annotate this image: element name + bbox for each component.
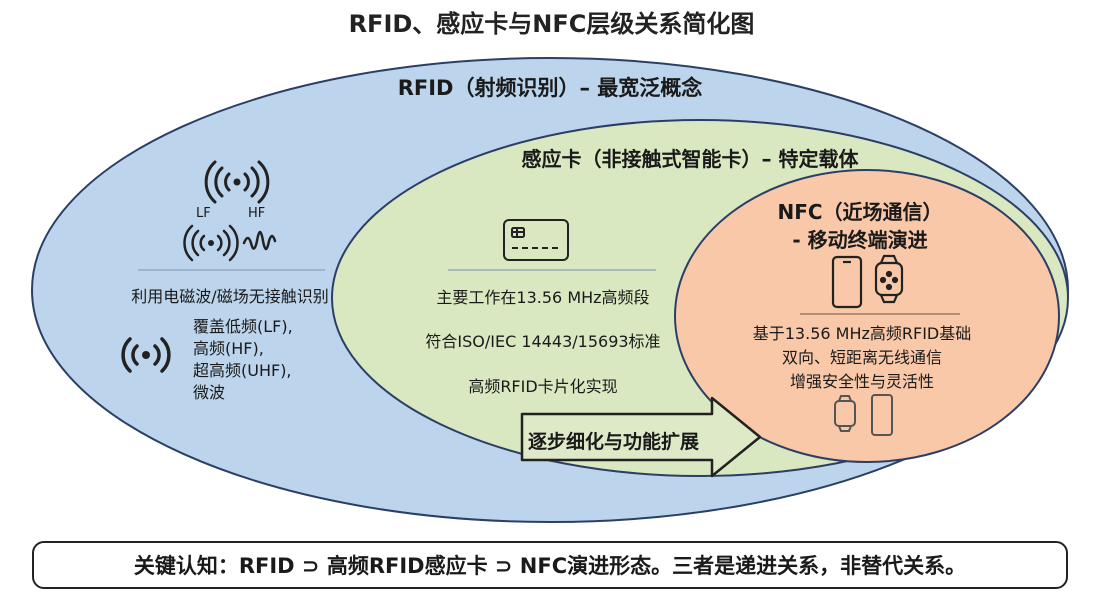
nfc-item: 基于13.56 MHz高频RFID基础 (752, 324, 972, 343)
wireless-signal-icon (204, 160, 270, 204)
lf-signal-icon (183, 224, 239, 262)
nfc-item: 增强安全性与灵活性 (789, 372, 934, 391)
nfc-title: NFC（近场通信） (777, 200, 943, 224)
card-item: 高频RFID卡片化实现 (468, 377, 618, 396)
broadcast-icon (121, 337, 171, 373)
smartwatch-icon (874, 254, 904, 304)
rfid-bands: 覆盖低频(LF), 高频(HF), 超高频(UHF), 微波 (193, 316, 343, 404)
smartwatch-small-icon (834, 395, 856, 432)
key-insight-text: 关键认知：RFID ⊃ 高频RFID感应卡 ⊃ NFC演进形态。三者是递进关系，… (133, 554, 967, 578)
lf-label: LF (196, 206, 211, 221)
card-icon (503, 219, 569, 261)
card-title: 感应卡（非接触式智能卡）– 特定载体 (521, 147, 859, 171)
rfid-description: 利用电磁波/磁场无接触识别 (131, 287, 329, 306)
band-item: 高频(HF), (193, 339, 264, 358)
hf-wave-icon (242, 230, 277, 251)
smartphone-small-icon (871, 394, 893, 436)
page-title: RFID、感应卡与NFC层级关系简化图 (348, 10, 755, 38)
key-insight-box: 关键认知：RFID ⊃ 高频RFID感应卡 ⊃ NFC演进形态。三者是递进关系，… (32, 541, 1068, 589)
nfc-subtitle: - 移动终端演进 (792, 228, 928, 252)
rfid-title: RFID（射频识别）– 最宽泛概念 (397, 76, 703, 100)
progress-arrow (520, 396, 762, 478)
hf-label: HF (248, 206, 266, 221)
band-item: 微波 (193, 383, 226, 402)
arrow-label: 逐步细化与功能扩展 (528, 431, 700, 453)
nfc-ellipse (674, 169, 1060, 463)
band-item: 覆盖低频(LF), (193, 317, 293, 336)
card-item: 符合ISO/IEC 14443/15693标准 (425, 332, 661, 351)
smartphone-icon (831, 255, 863, 309)
nfc-item: 双向、短距离无线通信 (781, 348, 942, 367)
band-item: 超高频(UHF), (193, 361, 292, 380)
card-item: 主要工作在13.56 MHz高频段 (436, 288, 650, 307)
